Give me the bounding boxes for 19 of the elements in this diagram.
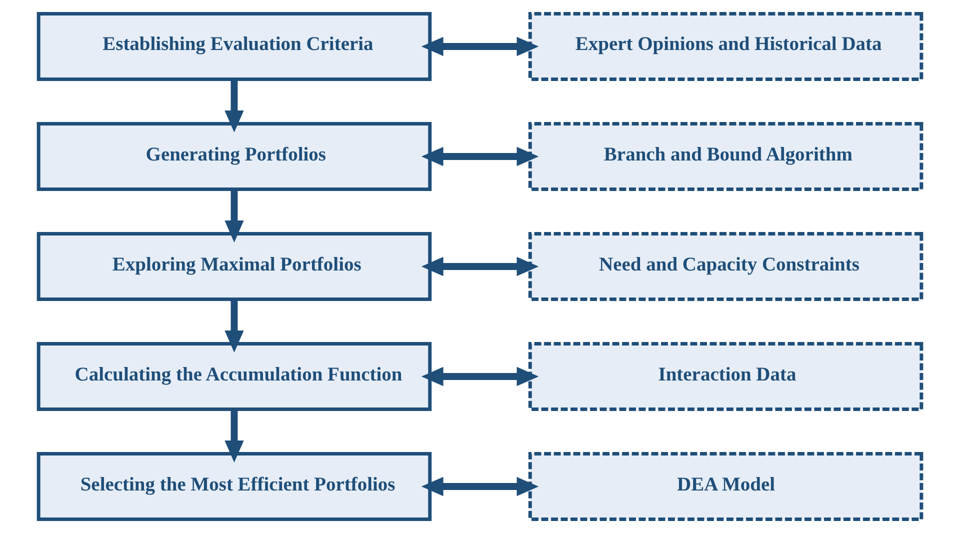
arrow [224, 189, 244, 242]
node-box: Calculating the Accumulation Function [36, 342, 432, 411]
arrow [420, 476, 538, 496]
arrow [224, 300, 244, 352]
node-box: Branch and Bound Algorithm [528, 122, 923, 191]
node-box: Interaction Data [528, 342, 923, 411]
arrow [420, 146, 538, 166]
node-box: Need and Capacity Constraints [528, 232, 923, 301]
arrow [224, 79, 244, 132]
node-box: Expert Opinions and Historical Data [528, 12, 923, 81]
arrow [420, 366, 538, 386]
arrow [224, 410, 244, 462]
node-box: Establishing Evaluation Criteria [36, 12, 432, 81]
node-box: Generating Portfolios [36, 122, 432, 191]
node-box: Exploring Maximal Portfolios [36, 232, 432, 301]
arrow [420, 256, 538, 276]
arrow [420, 36, 538, 56]
node-box: Selecting the Most Efficient Portfolios [36, 452, 432, 521]
node-box: DEA Model [528, 452, 923, 521]
